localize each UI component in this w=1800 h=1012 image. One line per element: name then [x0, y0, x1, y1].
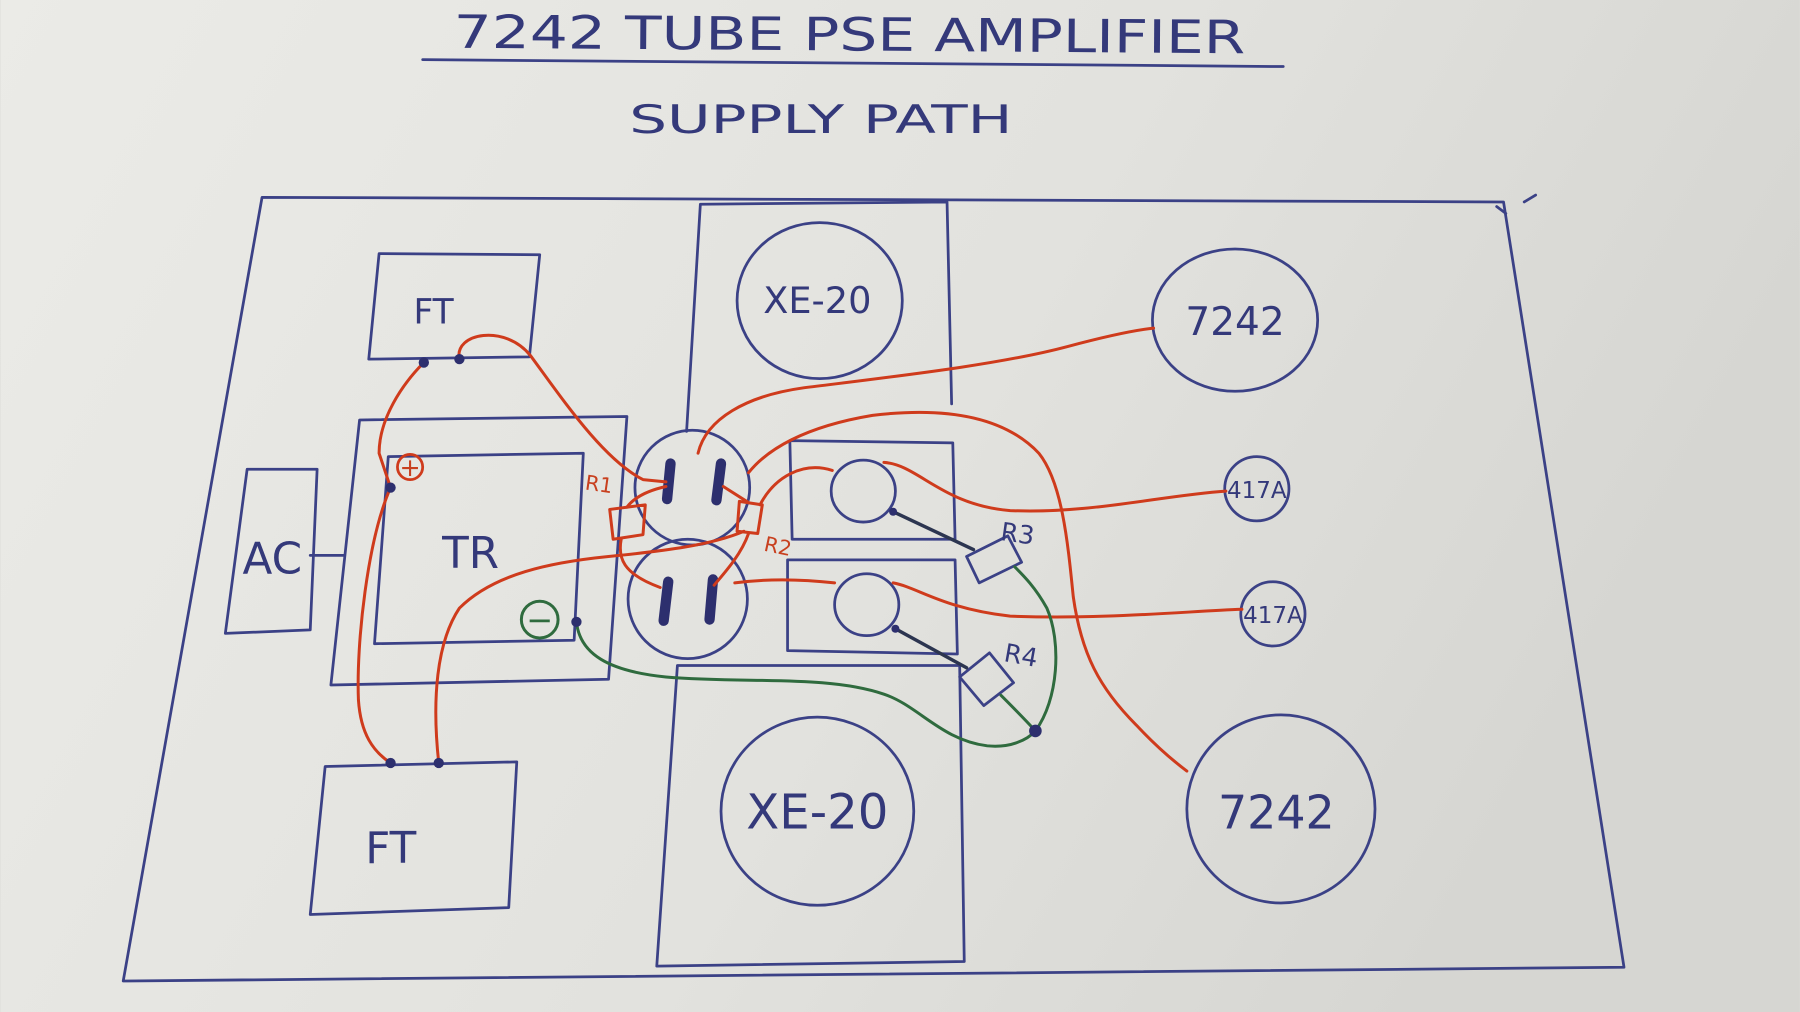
wire-red-r2-top — [721, 485, 751, 505]
wire-red-r2-bottom — [712, 532, 751, 587]
tube-417a-top-label: 417A — [1227, 478, 1287, 504]
tube-417a-top — [1223, 455, 1291, 523]
negative-symbol: − — [526, 601, 553, 639]
wire-red-cap-to-lower-socket — [733, 578, 837, 585]
capacitor-bottom — [626, 537, 749, 660]
diagram-title: 7242 TUBE PSE AMPLIFIER — [453, 5, 1245, 65]
positive-symbol: + — [399, 453, 420, 482]
wire-red-ft-top-to-cap — [457, 333, 668, 484]
title-underline — [421, 58, 1285, 68]
tube-7242-bottom — [1185, 713, 1377, 905]
ft-bottom-box — [308, 760, 519, 916]
wire-red-r1-bottom — [618, 537, 662, 589]
chassis-outline — [121, 195, 1626, 983]
wire-red-r1-top — [625, 485, 668, 509]
resistor-r4-label: R4 — [1002, 638, 1040, 672]
terminal-dot — [571, 616, 582, 628]
xe20-top-label: XE-20 — [763, 279, 871, 322]
terminal-dot — [891, 624, 900, 633]
xe20-bottom-circle — [719, 715, 916, 907]
tube-7242-top — [1151, 247, 1320, 393]
capacitor-bottom-terminal-left — [658, 576, 674, 626]
ground-node-dot — [1029, 724, 1042, 738]
ft-bottom-label: FT — [365, 824, 416, 874]
positive-terminal-mark — [396, 452, 425, 481]
xe20-bottom-label: XE-20 — [746, 784, 888, 840]
wire-red-to-7242-bottom — [747, 410, 1189, 773]
terminal-dot — [418, 357, 429, 368]
wire-green-negative-return — [574, 620, 1037, 748]
terminal-dot — [385, 757, 396, 769]
ft-top-box — [367, 252, 542, 361]
resistor-r2 — [735, 499, 764, 536]
ft-top-label: FT — [414, 293, 455, 333]
capacitor-top-terminal-left — [661, 458, 676, 505]
resistor-r1-label: R1 — [584, 471, 615, 499]
terminal-dot — [454, 353, 465, 365]
wire-red-to-7242-top — [696, 326, 1156, 455]
wire-red-tr-positive-to-ft-bottom — [356, 486, 393, 765]
tube-7242-bottom-label: 7242 — [1218, 785, 1335, 839]
ac-label: AC — [243, 535, 302, 585]
wire-red-ft-bottom-to-r2 — [434, 529, 746, 765]
socket-box-lower — [786, 558, 959, 656]
resistor-r3 — [965, 534, 1024, 585]
ac-box — [223, 467, 319, 635]
capacitor-top-terminal-right — [711, 458, 727, 506]
wire-red-r2-to-upper-socket — [758, 466, 834, 507]
socket-upper-circle — [829, 458, 897, 524]
wire-green-node-to-r3 — [1013, 565, 1058, 733]
tube-417a-bottom-label: 417A — [1243, 603, 1303, 629]
tube-417a-bottom — [1239, 580, 1307, 648]
xe20-top-circle — [735, 221, 904, 381]
chassis-corner-mark — [1495, 193, 1538, 215]
wire-dark-upper-socket-to-r3 — [891, 510, 976, 552]
transformer-inner-box — [373, 451, 585, 646]
wire-red-upper-socket-to-417a — [882, 460, 1228, 513]
wire-red-ft-top-to-tr-positive — [377, 361, 426, 490]
wire-dark-lower-socket-to-r4 — [893, 627, 969, 670]
wire-red-lower-socket-to-417a — [891, 581, 1244, 619]
xe20-bottom-plate — [655, 664, 966, 968]
resistor-r1 — [608, 503, 647, 541]
terminal-dot — [433, 757, 444, 769]
negative-terminal-mark — [519, 599, 560, 640]
tube-7242-top-label: 7242 — [1185, 300, 1284, 345]
resistor-r2-label: R2 — [762, 532, 794, 561]
transformer-label: TR — [441, 529, 499, 579]
resistor-r3-label: R3 — [999, 517, 1036, 550]
terminal-dot — [889, 507, 898, 516]
xe20-top-plate — [685, 200, 954, 433]
resistor-r4 — [958, 651, 1015, 708]
capacitor-bottom-terminal-right — [704, 574, 719, 625]
diagram-subtitle: SUPPLY PATH — [629, 98, 1012, 143]
socket-lower-circle — [833, 572, 901, 638]
terminal-dot — [385, 482, 396, 493]
transformer-outer-box — [329, 415, 629, 687]
